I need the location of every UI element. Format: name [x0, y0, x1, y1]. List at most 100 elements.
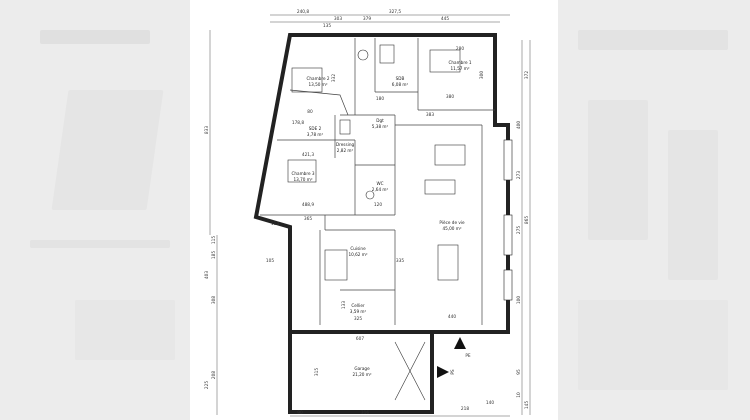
dim-left-7: 225	[204, 381, 210, 389]
dim-top-2: 303	[334, 16, 342, 22]
blurred-background-right	[558, 0, 750, 420]
dim-top-3: 379	[363, 16, 371, 22]
dim-right-8: 10	[516, 392, 522, 398]
dim-right-7: 95	[516, 369, 522, 375]
svg-text:140: 140	[486, 400, 494, 406]
room-labels: Chambre 2 13,50 m² SDB 6,08 m² Chambre 1…	[291, 60, 471, 377]
svg-text:80: 80	[307, 109, 313, 115]
dim-left-5: 308	[211, 296, 217, 304]
left-dimension-chain: 833 115 185 403 308 208 225	[204, 30, 218, 415]
dim-right-9: 145	[524, 401, 530, 409]
dining-table	[437, 244, 459, 281]
bed-chambre2	[291, 67, 323, 93]
area-chambre3: 13,70 m²	[293, 177, 312, 182]
svg-text:488,9: 488,9	[302, 202, 315, 208]
label-dressing: Dressing	[336, 142, 355, 147]
exterior-walls	[253, 33, 510, 414]
svg-text:365: 365	[304, 216, 312, 222]
interior-partitions	[260, 38, 495, 325]
svg-text:113: 113	[271, 221, 279, 227]
marker-pe: PE	[465, 353, 471, 359]
dim-left-6: 208	[211, 371, 217, 379]
marker-ps: PS	[450, 369, 456, 375]
toilet-wc	[365, 190, 375, 200]
svg-text:316: 316	[361, 410, 369, 416]
label-chambre1: Chambre 1	[448, 60, 471, 65]
dim-top-4: 327,5	[389, 9, 402, 15]
blurred-background-left	[0, 0, 190, 420]
area-cellier: 3,59 m²	[350, 309, 367, 314]
dim-right-4: 275	[516, 226, 522, 234]
floor-plan-drawing: 240,8 303 379 327,5 445 135 833 115 185 …	[204, 9, 531, 417]
svg-text:180: 180	[376, 96, 384, 102]
dim-right-6: 865	[524, 216, 530, 224]
floor-plan-sheet: 240,8 303 379 327,5 445 135 833 115 185 …	[190, 0, 558, 420]
svg-text:325: 325	[354, 316, 362, 322]
area-chambre1: 11,57 m²	[450, 66, 469, 71]
area-dressing: 2,82 m²	[337, 148, 354, 153]
dim-top-6: 135	[323, 23, 331, 29]
dim-left-4: 403	[204, 271, 210, 279]
label-chambre3: Chambre 3	[291, 171, 314, 176]
svg-text:133: 133	[341, 301, 347, 309]
label-sdb: SDB	[396, 76, 405, 81]
svg-text:383: 383	[426, 112, 434, 118]
dim-right-5: 100	[516, 296, 522, 304]
ps-arrow-icon	[437, 366, 449, 378]
area-cuisine: 10,62 m²	[348, 252, 367, 257]
area-sde2: 3,78 m²	[307, 132, 324, 137]
toilet-sdb	[357, 49, 369, 61]
svg-text:607: 607	[356, 336, 364, 342]
svg-text:90: 90	[297, 410, 303, 416]
bed-chambre3	[287, 159, 317, 183]
svg-text:440: 440	[448, 314, 456, 320]
pe-arrow-icon	[454, 337, 466, 349]
label-garage: Garage	[354, 366, 370, 371]
area-chambre2: 13,50 m²	[308, 82, 327, 87]
svg-text:332: 332	[331, 74, 337, 82]
svg-text:105: 105	[266, 258, 274, 264]
area-garage: 21,20 m²	[352, 372, 371, 377]
dim-top-1: 240,8	[297, 9, 310, 15]
bed-chambre1	[429, 49, 461, 73]
dim-left-3: 185	[211, 251, 217, 259]
bottom-dimension-chain: 90 316 218 140	[290, 400, 510, 417]
dim-top-5: 445	[441, 16, 449, 22]
area-sdb: 6,08 m²	[392, 82, 409, 87]
svg-text:178,8: 178,8	[292, 120, 305, 126]
label-piece-de-vie: Pièce de vie	[439, 220, 465, 225]
label-sde2: SDE 2	[309, 126, 322, 131]
area-dgt: 5,38 m²	[372, 124, 389, 129]
furniture	[287, 44, 466, 401]
entrance-markers: PE PS	[437, 337, 471, 378]
sofa	[424, 179, 456, 195]
label-dgt: Dgt	[376, 118, 384, 123]
dim-right-2: 400	[516, 121, 522, 129]
right-dimension-chain: 372 400 273 275 100 865 95 10 145	[516, 40, 531, 415]
shower-sde2	[339, 119, 351, 135]
svg-text:335: 335	[396, 258, 404, 264]
kitchen-island	[434, 144, 466, 166]
label-wc: WC	[376, 181, 383, 186]
dim-left-1: 833	[204, 126, 210, 134]
area-wc: 2,64 m²	[372, 187, 389, 192]
top-dimension-chain: 240,8 303 379 327,5 445 135	[270, 9, 510, 29]
svg-text:300: 300	[479, 71, 485, 79]
svg-text:280: 280	[456, 46, 464, 52]
kitchen-counter	[324, 249, 348, 281]
svg-text:380: 380	[446, 94, 454, 100]
dim-right-1: 372	[524, 71, 530, 79]
svg-text:421,3: 421,3	[302, 152, 315, 158]
label-chambre2: Chambre 2	[306, 76, 329, 81]
dim-right-3: 273	[516, 171, 522, 179]
inner-dimensions: 332 280 180 300 380 80 178,8 421,3 488,9…	[266, 46, 485, 376]
label-cellier: Cellier	[351, 303, 365, 308]
svg-text:120: 120	[374, 202, 382, 208]
label-cuisine: Cuisine	[350, 246, 366, 251]
svg-text:315: 315	[314, 368, 320, 376]
svg-text:218: 218	[461, 406, 469, 412]
windows	[503, 139, 513, 301]
dim-left-2: 115	[211, 236, 217, 244]
shower-sdb	[379, 44, 395, 64]
area-piece-de-vie: 45,00 m²	[442, 226, 461, 231]
